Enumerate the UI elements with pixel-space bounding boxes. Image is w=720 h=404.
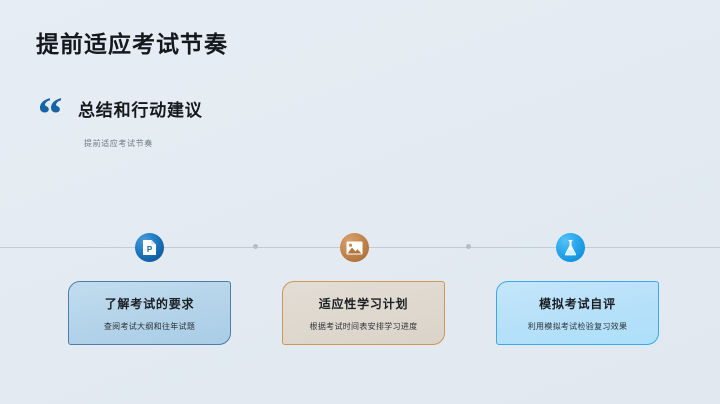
flask-beaker-icon — [563, 239, 578, 256]
timeline-node-3[interactable] — [556, 233, 585, 262]
page-title: 提前适应考试节奏 — [36, 31, 228, 57]
timeline-node-2[interactable] — [340, 233, 369, 262]
step-card-title: 模拟考试自评 — [539, 296, 616, 311]
step-card-1[interactable]: 了解考试的要求 查阅考试大纲和往年试题 — [68, 281, 231, 345]
step-card-3[interactable]: 模拟考试自评 利用模拟考试检验复习效果 — [496, 281, 659, 345]
timeline-node-1[interactable]: P — [135, 233, 164, 262]
step-card-title: 适应性学习计划 — [318, 296, 409, 311]
timeline-connector-dot — [253, 244, 258, 249]
image-picture-icon — [346, 241, 363, 255]
quote-subtitle: 提前适应考试节奏 — [84, 139, 153, 149]
step-card-description: 利用模拟考试检验复习效果 — [527, 321, 628, 331]
powerpoint-file-icon: P — [142, 239, 157, 256]
step-card-title: 了解考试的要求 — [104, 296, 195, 311]
step-card-description: 查阅考试大纲和往年试题 — [103, 321, 196, 331]
step-card-2[interactable]: 适应性学习计划 根据考试时间表安排学习进度 — [282, 281, 445, 345]
step-card-description: 根据考试时间表安排学习进度 — [309, 321, 418, 331]
svg-text:P: P — [147, 245, 153, 254]
quote-heading-row: “ 总结和行动建议 — [37, 88, 458, 141]
quote-heading: 总结和行动建议 — [78, 100, 203, 120]
quote-mark-icon: “ — [37, 88, 62, 141]
timeline-connector-dot — [466, 244, 471, 249]
quote-block: “ 总结和行动建议 提前适应考试节奏 — [37, 88, 458, 149]
